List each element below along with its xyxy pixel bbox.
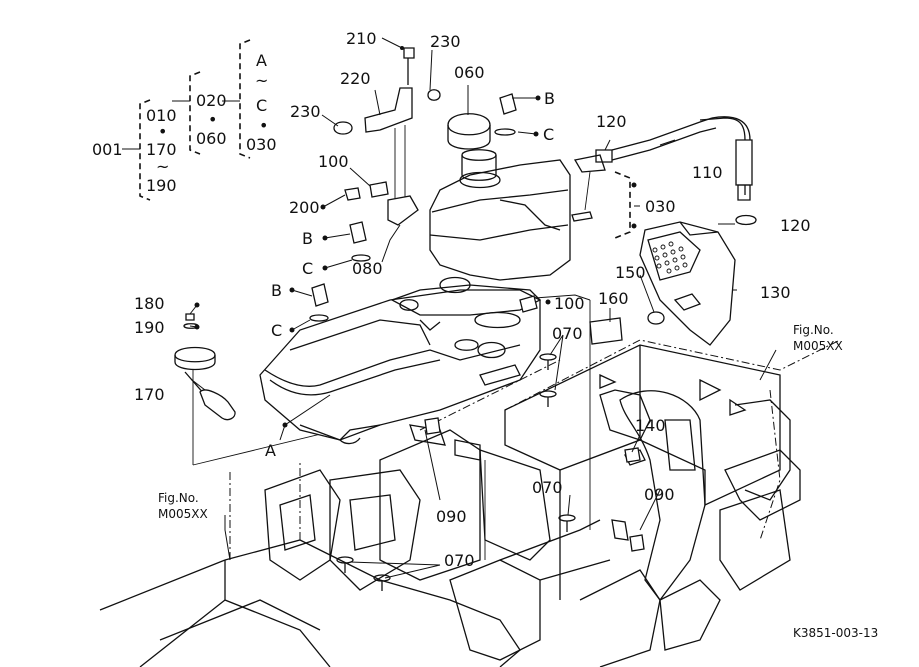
label-tilde-1: ~ [156,157,169,176]
callout-B-1: B [544,89,555,108]
callout-140: 140 [635,416,666,435]
callout-B-3: B [271,281,282,300]
label-dot-3: • [259,116,268,135]
callout-090-right: 090 [644,485,675,504]
upper-tank [429,159,571,281]
callout-180: 180 [134,294,165,313]
group-brackets [122,39,640,239]
callout-110: 110 [692,163,723,182]
fig-ref-top-line1: Fig.No. [793,323,834,337]
chassis-frame [99,300,841,667]
callout-130: 130 [760,283,791,302]
label-A-group: A [256,51,267,70]
callout-230-left: 230 [290,102,321,121]
fuel-tank [259,276,542,445]
fuel-sender [174,313,236,421]
label-001: 001 [92,140,123,159]
fig-ref-left-line2: M005XX [158,507,208,521]
callout-210: 210 [346,29,377,48]
callout-070-lower: 070 [444,551,475,570]
callout-070-mid: 070 [532,478,563,497]
fig-ref-top-line2: M005XX [793,339,843,353]
callout-220: 220 [340,69,371,88]
label-010: 010 [146,106,177,125]
callout-150: 150 [615,263,646,282]
label-dot-2: • [208,110,217,129]
part-callouts: 210 230 220 060 B C 230 100 200 B C 080 … [134,29,811,570]
label-tilde-2: ~ [255,71,268,90]
bracket [333,47,441,226]
callout-160: 160 [598,289,629,308]
callout-170: 170 [134,385,165,404]
callout-C-2: C [302,259,313,278]
callout-100-mid: 100 [554,294,585,313]
label-060-range: 060 [196,129,227,148]
callout-120-right: 120 [780,216,811,235]
callout-190: 190 [134,318,165,337]
callout-060: 060 [454,63,485,82]
callout-B-2: B [302,229,313,248]
label-030-range: 030 [246,135,277,154]
bullet-dots [194,46,637,428]
callout-090-left: 090 [436,507,467,526]
callout-200: 200 [289,198,320,217]
callout-070-upper: 070 [552,324,583,343]
label-190: 190 [146,176,177,195]
callout-A: A [265,441,276,460]
fuel-hose [571,116,757,226]
callout-100-top: 100 [318,152,349,171]
leader-lines [189,37,777,579]
heat-shield [639,221,736,346]
label-dot-1: • [158,122,167,141]
group-labels: 001 010 • 170 ~ 190 020 • 060 A ~ C • 03… [92,51,277,195]
fuel-cap [447,113,497,181]
figure-references: Fig.No. M005XX Fig.No. M005XX K3851-003-… [158,323,878,640]
fig-ref-left-line1: Fig.No. [158,491,199,505]
washers [336,353,576,591]
label-C-group: C [256,96,267,115]
callout-C-3: C [271,321,282,340]
callout-230-top: 230 [430,32,461,51]
callout-C-1: C [543,125,554,144]
callout-120-top: 120 [596,112,627,131]
callout-080: 080 [352,259,383,278]
callout-030: 030 [645,197,676,216]
label-020: 020 [196,91,227,110]
figure-code: K3851-003-13 [793,626,878,640]
fittings [309,93,665,552]
label-170-range: 170 [146,140,177,159]
